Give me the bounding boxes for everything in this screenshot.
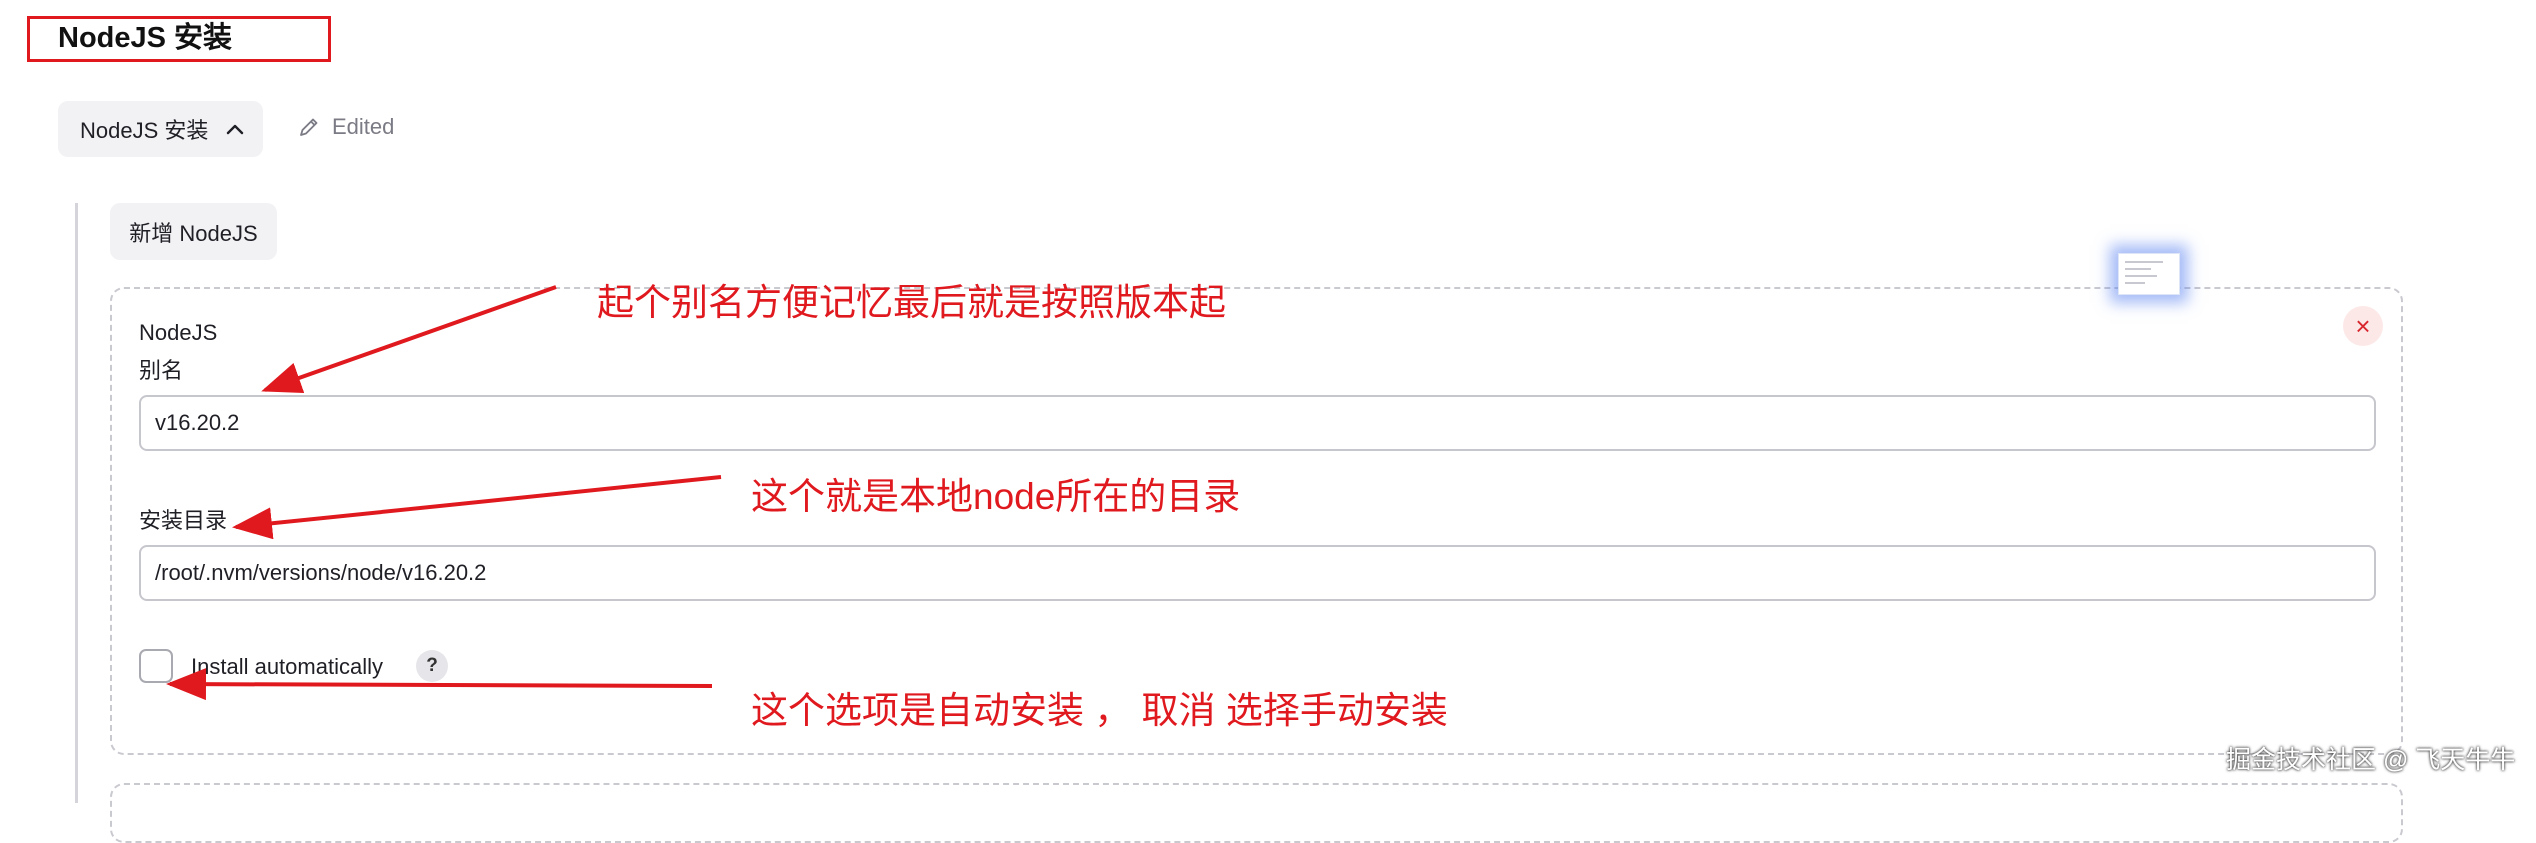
name-label-line1: NodeJS: [139, 320, 218, 345]
install-automatically-label: Install automatically: [191, 654, 383, 679]
delete-installation-button[interactable]: ×: [2343, 306, 2383, 346]
title-highlight-box: [27, 16, 331, 62]
auto-install-arrow: [166, 668, 713, 701]
chevron-up-icon: [226, 123, 244, 135]
edited-status-text: Edited: [332, 114, 395, 139]
edited-status: Edited: [298, 114, 394, 140]
pencil-icon: [298, 116, 320, 138]
page-title: NodeJS 安装: [58, 22, 233, 54]
thumbnail-preview: [2118, 253, 2180, 295]
watermark: 掘金技术社区 @ 飞天牛牛: [2226, 746, 2516, 774]
question-icon[interactable]: ?: [416, 650, 448, 682]
name-input[interactable]: [139, 395, 2376, 451]
nodejs-installation-card: [110, 287, 2403, 755]
annotation-arrows: [166, 285, 722, 701]
section-collapse-toggle[interactable]: NodeJS 安装: [58, 101, 263, 157]
section-toggle-label: NodeJS 安装: [80, 118, 209, 143]
home-input[interactable]: [139, 545, 2376, 601]
name-label-line2: 别名: [139, 358, 184, 383]
add-nodejs-button[interactable]: 新增 NodeJS: [110, 203, 277, 260]
section-rail: [75, 203, 78, 803]
home-arrow: [232, 475, 722, 540]
home-annotation: 这个就是本地node所在的目录: [751, 476, 1241, 517]
alias-annotation: 起个别名方便记忆最后就是按照版本起: [597, 282, 1226, 323]
alias-arrow: [261, 285, 557, 394]
auto-install-annotation: 这个选项是自动安装 ， 取消 选择手动安装: [751, 690, 1448, 731]
help-glyph: ?: [426, 655, 438, 676]
home-label: 安装目录: [139, 508, 228, 533]
close-icon: ×: [2355, 310, 2371, 341]
